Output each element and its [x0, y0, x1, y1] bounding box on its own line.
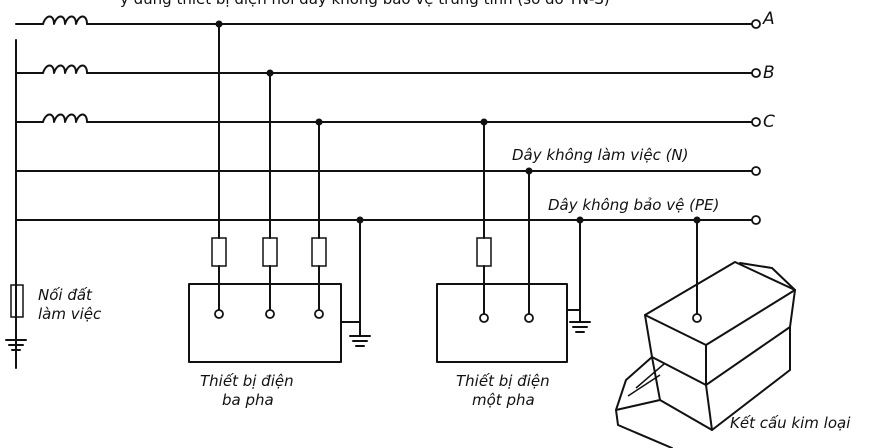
header-fragment: y dùng thiết bị điện nối dây không bảo v… [120, 0, 610, 8]
source-windings [15, 15, 88, 369]
terminal-b [751, 68, 761, 78]
fuse-3ph-b [262, 237, 278, 267]
working-ground-label-1: Nối đất [38, 286, 93, 304]
pe-label: Dây không bảo vệ (PE) [548, 196, 719, 214]
single-phase-label-1: Thiết bị điện [456, 372, 550, 390]
single-phase-enclosure [436, 283, 568, 363]
metal-structure-label: Kết cấu kim loại [730, 414, 851, 432]
terminal-c-label: C [763, 112, 775, 132]
winding-a-coil [42, 15, 88, 25]
ground-symbol [5, 339, 27, 351]
fuse-1ph [476, 237, 492, 267]
terminal-b-label: B [763, 63, 775, 83]
working-ground-label-2: làm việc [38, 305, 102, 323]
three-phase-device [188, 20, 371, 363]
fuse-3ph-c [311, 237, 327, 267]
single-phase-ground-symbol [569, 321, 591, 333]
terminal-n [751, 166, 761, 176]
winding-b-coil [42, 64, 88, 74]
winding-c-coil [42, 113, 88, 123]
three-phase-label-2: ba pha [222, 391, 274, 409]
three-phase-label-1: Thiết bị điện [200, 372, 294, 390]
single-phase-label-2: một pha [472, 391, 535, 409]
terminal-pe [751, 215, 761, 225]
neutral-label: Dây không làm việc (N) [512, 146, 689, 164]
three-phase-ground-symbol [349, 335, 371, 347]
terminal-c [751, 117, 761, 127]
single-phase-device [436, 118, 591, 363]
terminal-a-label: A [762, 9, 775, 29]
fuse-3ph-a [211, 237, 227, 267]
terminal-a [751, 19, 761, 29]
metal-structure [615, 216, 796, 448]
working-ground [5, 284, 27, 351]
